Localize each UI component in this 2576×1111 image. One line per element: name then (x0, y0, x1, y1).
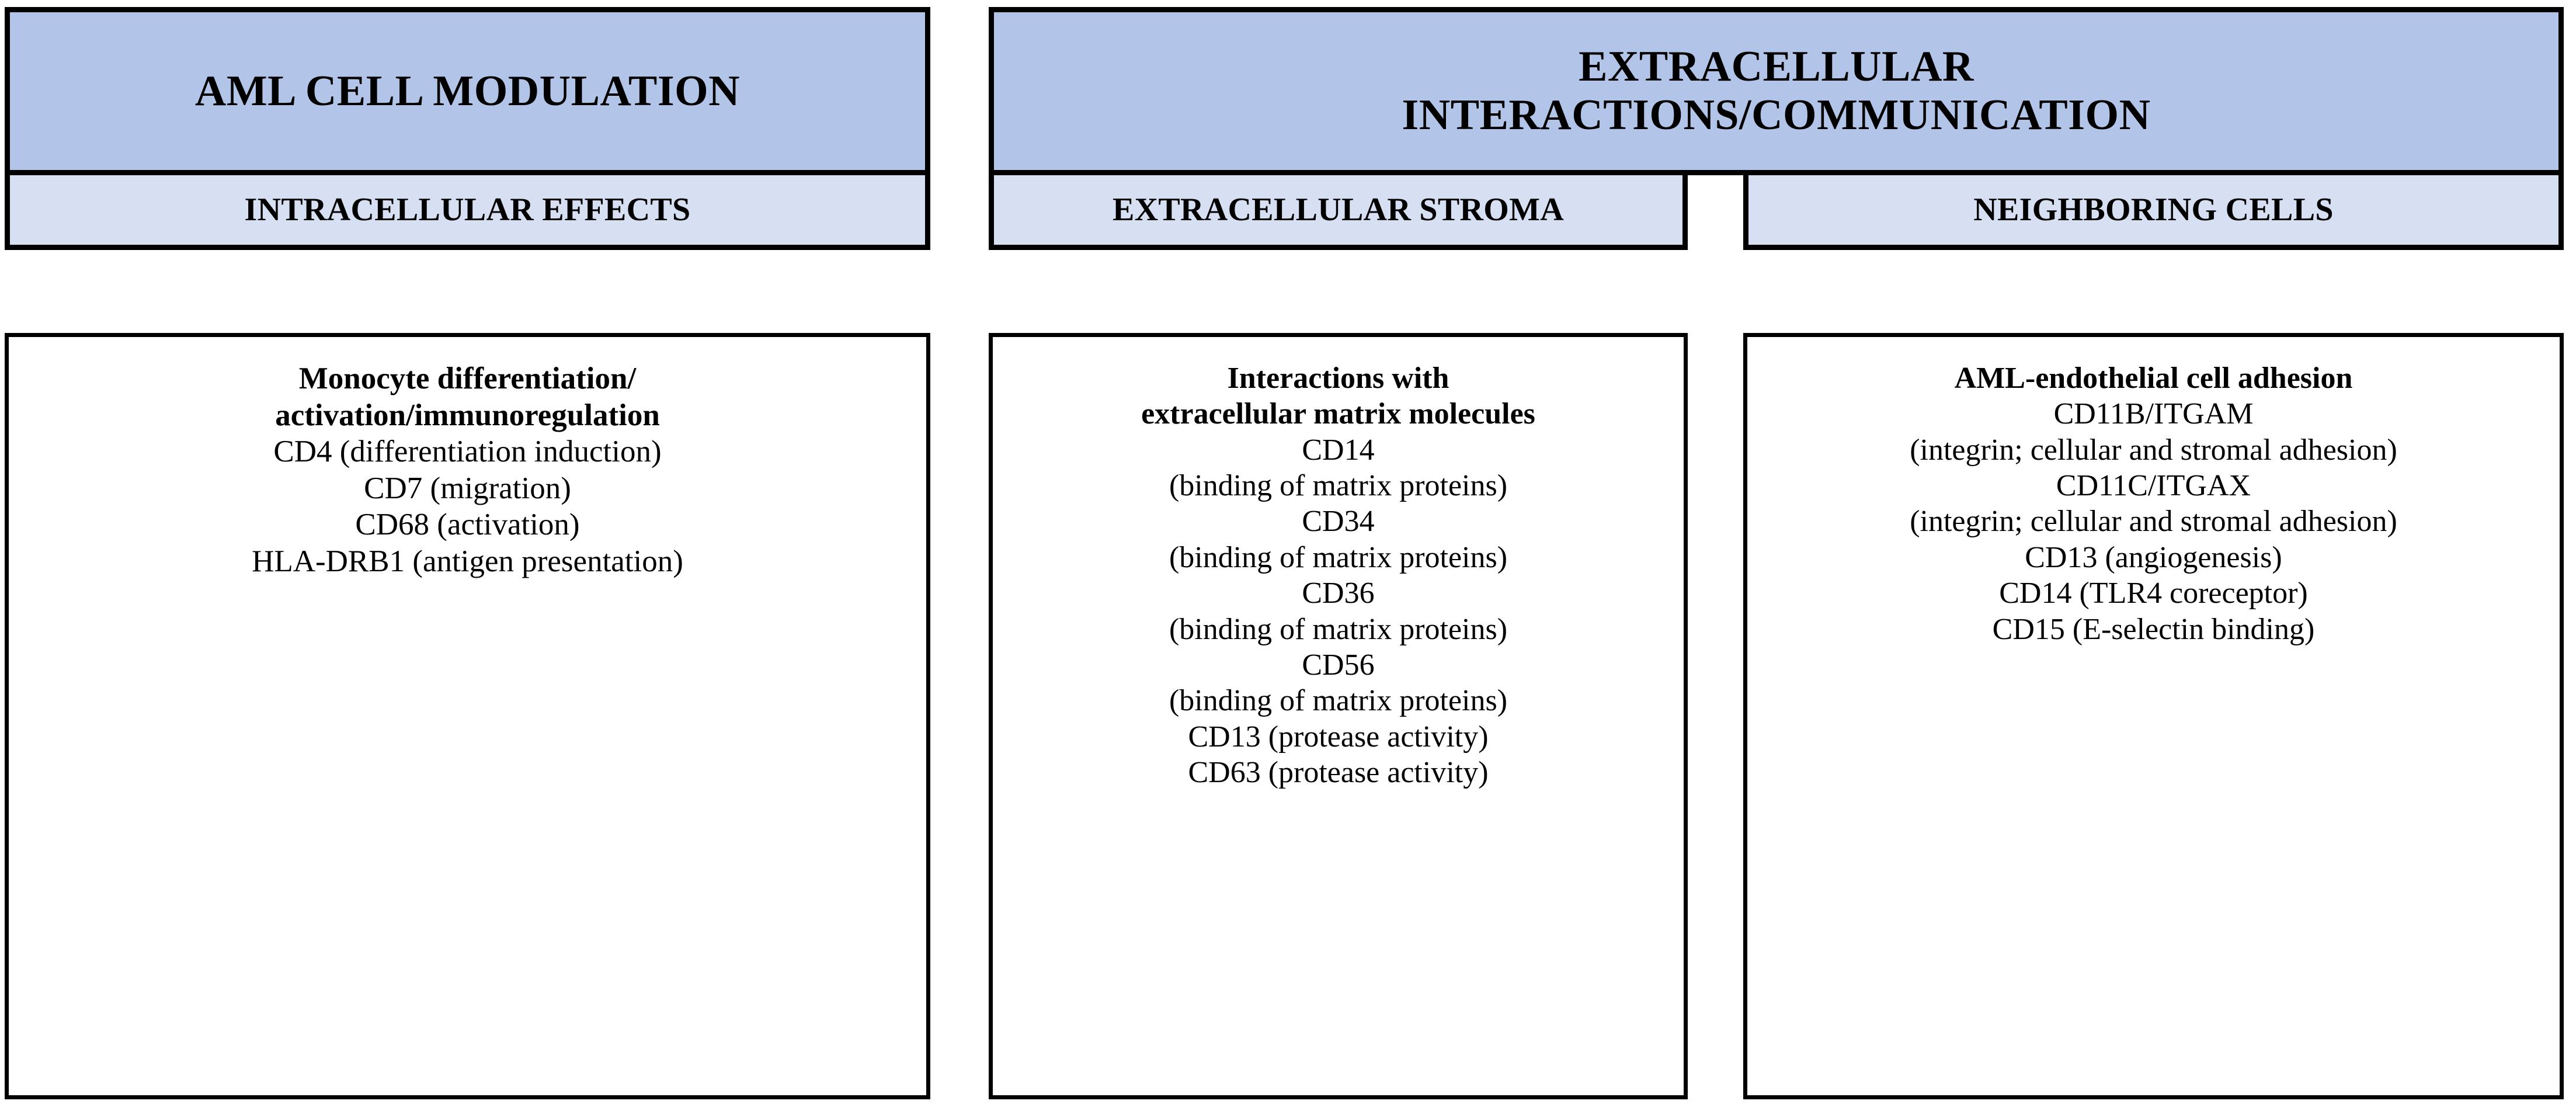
box-entry-line: CD7 (migration) (364, 471, 571, 505)
header-extracellular-line-2: INTERACTIONS/COMMUNICATION (1402, 91, 2151, 139)
box-entry-line: CD4 (differentiation induction) (273, 435, 662, 469)
content-box-intracellular-effects: Monocyte differentiation/activation/immu… (5, 333, 930, 1099)
box-entry-line: (binding of matrix proteins) (1169, 684, 1508, 718)
box-entry-line: (binding of matrix proteins) (1169, 540, 1508, 574)
subheader-neighboring-cells: NEIGHBORING CELLS (1743, 175, 2564, 250)
box-entry-line: (binding of matrix proteins) (1169, 612, 1508, 646)
subheader-neighboring-cells-label: NEIGHBORING CELLS (1973, 192, 2334, 228)
box-title-line: extracellular matrix molecules (1141, 397, 1535, 431)
subheader-extracellular-stroma: EXTRACELLULAR STROMA (989, 175, 1688, 250)
subheader-extracellular-stroma-label: EXTRACELLULAR STROMA (1113, 192, 1564, 228)
box-entry-line: (integrin; cellular and stromal adhesion… (1910, 433, 2397, 467)
box-entry-line: CD14 (1302, 433, 1375, 467)
box-title-line: Monocyte differentiation/ (298, 362, 637, 395)
box-entry-line: CD63 (protease activity) (1188, 755, 1489, 789)
box-entry-line: CD11B/ITGAM (2053, 397, 2254, 431)
box-entry-line: CD15 (E-selectin binding) (1992, 612, 2315, 646)
box-entry-line: CD11C/ITGAX (2056, 469, 2251, 503)
box-title-line: Interactions with (1227, 362, 1449, 395)
box-title-line: AML-endothelial cell adhesion (1954, 362, 2353, 395)
box-entry-line: CD14 (TLR4 coreceptor) (1999, 577, 2308, 610)
subheader-intracellular-effects: INTRACELLULAR EFFECTS (5, 175, 930, 250)
box-entry-line: CD68 (activation) (355, 508, 580, 542)
subheader-intracellular-effects-label: INTRACELLULAR EFFECTS (244, 192, 691, 228)
box-entry-line: CD13 (protease activity) (1188, 720, 1489, 754)
content-list-intracellular-effects: Monocyte differentiation/activation/immu… (9, 360, 926, 579)
box-entry-line: CD36 (1302, 577, 1375, 610)
box-entry-line: CD34 (1302, 505, 1375, 539)
header-extracellular-line-1: EXTRACELLULAR (1579, 43, 1974, 91)
header-extracellular-interactions-label: EXTRACELLULAR INTERACTIONS/COMMUNICATION (1390, 43, 2162, 140)
header-extracellular-interactions: EXTRACELLULAR INTERACTIONS/COMMUNICATION (989, 7, 2564, 175)
header-aml-cell-modulation: AML CELL MODULATION (5, 7, 930, 175)
box-entry-line: CD56 (1302, 648, 1375, 682)
box-entry-line: (binding of matrix proteins) (1169, 469, 1508, 503)
box-entry-line: HLA-DRB1 (antigen presentation) (252, 544, 683, 578)
box-entry-line: (integrin; cellular and stromal adhesion… (1910, 505, 2397, 539)
header-aml-cell-modulation-label: AML CELL MODULATION (194, 67, 741, 115)
box-title-line: activation/immunoregulation (275, 398, 660, 432)
box-entry-line: CD13 (angiogenesis) (2025, 540, 2282, 574)
